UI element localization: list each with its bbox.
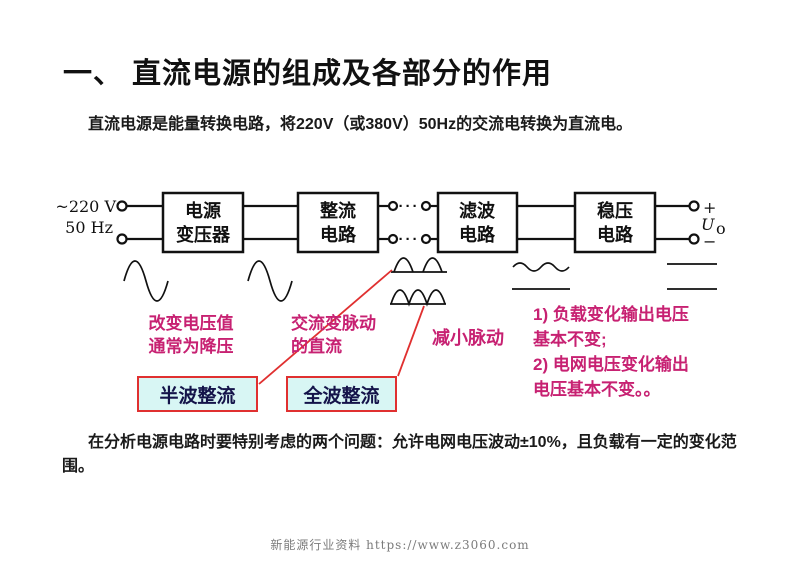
rectifier-label-line1: 整流 — [319, 200, 356, 222]
input-terminal-bottom — [116, 233, 128, 245]
filter-block — [436, 191, 519, 254]
regulator-note-line1: 1) 负载变化输出电压 — [533, 305, 689, 324]
ripple-wave — [512, 262, 570, 272]
output-voltage-symbol: U — [701, 215, 715, 234]
pointer-line-half-wave — [258, 269, 393, 385]
intro-paragraph: 直流电源是能量转换电路，将220V（或380V）50Hz的交流电转换为直流电。 — [88, 116, 633, 133]
regulator-note-line4: 电压基本不变。。 — [533, 380, 661, 399]
watermark-footer: 新能源行业资料 https://www.z3060.com — [270, 538, 530, 552]
output-terminal-plus — [688, 200, 700, 212]
transformer-block — [161, 191, 245, 254]
transformer-note: 改变电压值 通常为降压 — [127, 312, 255, 358]
pointer-line-full-wave — [397, 305, 425, 377]
ellipsis-top: ··· — [399, 198, 420, 215]
rectifier-block — [296, 191, 380, 254]
transformer-label-line2: 变压器 — [176, 224, 231, 246]
half-wave-rectified-wave — [393, 257, 443, 273]
filter-label-line2: 电路 — [459, 224, 496, 246]
minus-sign: − — [703, 232, 716, 251]
rectifier-label-line2: 电路 — [320, 224, 357, 246]
transformer-note-line2: 通常为降压 — [148, 337, 234, 356]
input-terminal-top — [116, 200, 128, 212]
ellipsis-bottom: ··· — [399, 231, 420, 248]
sine-wave-transformer — [247, 260, 293, 302]
filter-note: 减小脉动 — [432, 328, 504, 348]
regulator-block — [573, 191, 657, 254]
full-wave-callout: 全波整流 — [286, 376, 397, 412]
page-title: 一、 直流电源的组成及各部分的作用 — [63, 58, 553, 90]
rectifier-note-line2: 的直流 — [291, 337, 342, 356]
terminal — [420, 233, 432, 245]
terminal — [420, 200, 432, 212]
terminal — [387, 233, 399, 245]
conclusion-paragraph: 在分析电源电路时要特别考虑的两个问题：允许电网电压波动±10%，且负载有一定的变… — [62, 434, 737, 475]
rectifier-note: 交流变脉动 的直流 — [291, 312, 421, 358]
transformer-note-line1: 改变电压值 — [148, 314, 234, 333]
terminal — [387, 200, 399, 212]
half-wave-callout: 半波整流 — [137, 376, 258, 412]
input-frequency-label: 50 Hz — [65, 218, 113, 237]
output-terminal-minus — [688, 233, 700, 245]
transformer-label-line1: 电源 — [185, 200, 221, 222]
regulator-note: 1) 负载变化输出电压 基本不变; 2) 电网电压变化输出 电压基本不变。。 — [533, 302, 783, 402]
plus-sign: + — [703, 198, 716, 217]
output-voltage-subscript: o — [716, 219, 726, 238]
regulator-note-line3: 2) 电网电压变化输出 — [533, 355, 689, 374]
regulator-label-line2: 电路 — [597, 224, 634, 246]
sine-wave-input — [123, 260, 169, 302]
input-voltage-label: ~220 V — [55, 197, 116, 216]
regulator-label-line1: 稳压 — [597, 200, 633, 222]
dc-output-lines — [667, 263, 717, 290]
full-wave-rectified-wave — [390, 289, 446, 307]
filter-label-line1: 滤波 — [459, 200, 496, 222]
regulator-note-line2: 基本不变; — [533, 330, 607, 349]
rectifier-note-line1: 交流变脉动 — [291, 314, 376, 333]
